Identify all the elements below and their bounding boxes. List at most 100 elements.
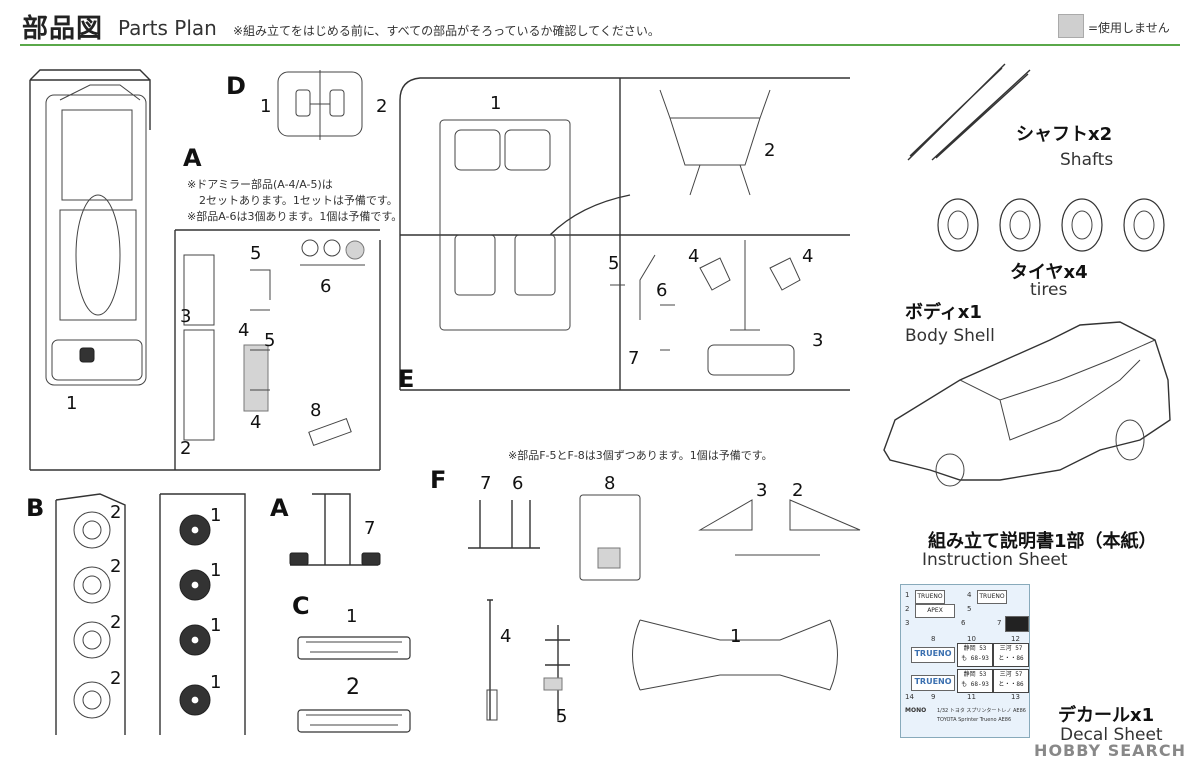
hobby-search-watermark: HOBBY SEARCH: [1034, 741, 1186, 760]
sprue-c-part-2: 2: [346, 675, 360, 700]
shafts-label-en: Shafts: [1060, 150, 1114, 170]
sprue-e-frame: [399, 77, 850, 391]
sprue-b-part-1d: 1: [210, 672, 222, 693]
decal-num-14: 14: [905, 693, 914, 701]
decal-num-4: 4: [967, 591, 972, 599]
sprue-a2-label: A: [270, 494, 289, 522]
sprue-d-part-2: 2: [376, 96, 388, 117]
sprue-a-part-1: 1: [66, 393, 78, 414]
sprue-b-part-1a: 1: [210, 505, 222, 526]
decal-trueno-badge-1: TRUENO: [911, 647, 955, 663]
decal-maker: MONO: [905, 707, 927, 714]
decal-num-6: 6: [961, 619, 966, 627]
sprue-e-part-7: 7: [628, 348, 640, 369]
tires-label-en: tires: [1030, 280, 1068, 300]
decal-num-3: 3: [905, 619, 910, 627]
sprue-f-part-6: 6: [512, 473, 524, 494]
decal-num-10: 10: [967, 635, 976, 643]
decal-footer-1: 1/32 トヨタ スプリンタートレノ AE86: [937, 708, 1026, 714]
body-label-jp: ボディx1: [905, 302, 982, 323]
body-shell-drawing: [883, 321, 1171, 487]
decal-num-13: 13: [1011, 693, 1020, 701]
sprue-e-part-1: 1: [490, 93, 502, 114]
sprue-a-part-3: 3: [180, 306, 192, 327]
sprue-a-note-3: ※部品A-6は3個あります。1個は予備です。: [187, 210, 403, 223]
decal-sheet: 1 2 3 4 5 6 7 8 9 10 11 12 13 14 TRUENO …: [900, 584, 1030, 738]
sprue-f-frame: [468, 494, 861, 721]
sprue-b-part-1b: 1: [210, 560, 222, 581]
sprue-a2-part-7: 7: [364, 518, 376, 539]
sprue-f-part-1: 1: [730, 626, 742, 647]
header-divider: [20, 44, 1180, 46]
tires-drawing: [937, 198, 1165, 252]
shafts-drawing: [907, 63, 1031, 161]
sprue-a-part-4b: 4: [250, 412, 262, 433]
decal-num-9: 9: [931, 693, 936, 701]
sprue-b-frame: [55, 493, 246, 735]
sprue-d-part-1: 1: [260, 96, 272, 117]
sprue-f-part-4: 4: [500, 626, 512, 647]
sprue-a-part-8: 8: [310, 400, 322, 421]
decal-plate-1b: 静岡 53 も 68-93: [957, 669, 993, 693]
decal-num-1: 1: [905, 591, 910, 599]
page-title-jp: 部品図: [22, 14, 104, 44]
decal-num-12: 12: [1011, 635, 1020, 643]
sprue-b-part-1c: 1: [210, 615, 222, 636]
sprue-e-part-6: 6: [656, 280, 668, 301]
sprue-e-part-3: 3: [812, 330, 824, 351]
sprue-f-note: ※部品F-5とF-8は3個ずつあります。1個は予備です。: [508, 449, 773, 462]
header: 部品図 Parts Plan ※組み立てをはじめる前に、すべての部品がそろってい…: [0, 0, 1200, 46]
shafts-label-jp: シャフトx2: [1016, 124, 1113, 145]
tires-label-jp: タイヤx4: [1010, 262, 1088, 283]
page-title-en: Parts Plan: [118, 16, 217, 40]
decal-num-7: 7: [997, 619, 1002, 627]
sprue-f-label: F: [430, 466, 447, 494]
sprue-c-frame: [297, 636, 411, 733]
decal-label-jp: デカールx1: [1058, 705, 1155, 726]
sprue-b-label: B: [26, 494, 45, 522]
sprue-a-note-1: ※ドアミラー部品(A-4/A-5)は: [187, 178, 333, 191]
sprue-e-part-2: 2: [764, 140, 776, 161]
decal-dark-emblem: [1005, 616, 1029, 632]
sprue-a-label: A: [183, 144, 202, 172]
sprue-d-label: D: [226, 72, 246, 100]
decal-plate-2a: 三河 57 と・・86: [993, 643, 1029, 667]
sprue-a-part-4: 4: [238, 320, 250, 341]
decal-num-5: 5: [967, 605, 972, 613]
sprue-a-note-2: 2セットあります。1セットは予備です。: [199, 194, 398, 207]
unused-legend-text: =使用しません: [1088, 21, 1170, 35]
header-note: ※組み立てをはじめる前に、すべての部品がそろっているか確認してください。: [233, 24, 660, 38]
decal-label-en: Decal Sheet: [1060, 725, 1163, 745]
decal-plate-2b: 三河 57 と・・86: [993, 669, 1029, 693]
sprue-f-part-7: 7: [480, 473, 492, 494]
decal-footer-2: TOYOTA Sprinter Trueno AE86: [937, 717, 1012, 723]
decal-plate-1a: 静岡 53 も 68-93: [957, 643, 993, 667]
body-label-en: Body Shell: [905, 326, 995, 346]
decal-num-11: 11: [967, 693, 976, 701]
sprue-f-part-5: 5: [556, 706, 568, 727]
sprue-a-frame: [29, 69, 381, 471]
sprue-a-part-6: 6: [320, 276, 332, 297]
instruction-label-en: Instruction Sheet: [922, 550, 1068, 570]
decal-trueno-badge-small-2: TRUENO: [977, 590, 1007, 604]
sprue-e-part-5: 5: [608, 253, 620, 274]
sprue-f-part-8: 8: [604, 473, 616, 494]
sprue-f-part-3: 3: [756, 480, 768, 501]
unused-legend-swatch: [1058, 14, 1084, 38]
sprue-a-part-5b: 5: [264, 330, 276, 351]
sprue-c-part-1: 1: [346, 606, 358, 627]
sprue-f-part-2: 2: [792, 480, 804, 501]
decal-trueno-badge-small: TRUENO: [915, 590, 945, 604]
decal-num-2: 2: [905, 605, 910, 613]
sprue-b-part-2b: 2: [110, 556, 122, 577]
sprue-b-part-2d: 2: [110, 668, 122, 689]
sprue-a2-frame: [289, 493, 381, 566]
decal-trueno-badge-2: TRUENO: [911, 675, 955, 691]
decal-apex-badge: APEX: [915, 604, 955, 618]
sprue-c-label: C: [292, 592, 310, 620]
sprue-a-part-5: 5: [250, 243, 262, 264]
sprue-d-frame: [277, 70, 363, 140]
sprue-e-part-4: 4: [688, 246, 700, 267]
decal-num-8: 8: [931, 635, 936, 643]
